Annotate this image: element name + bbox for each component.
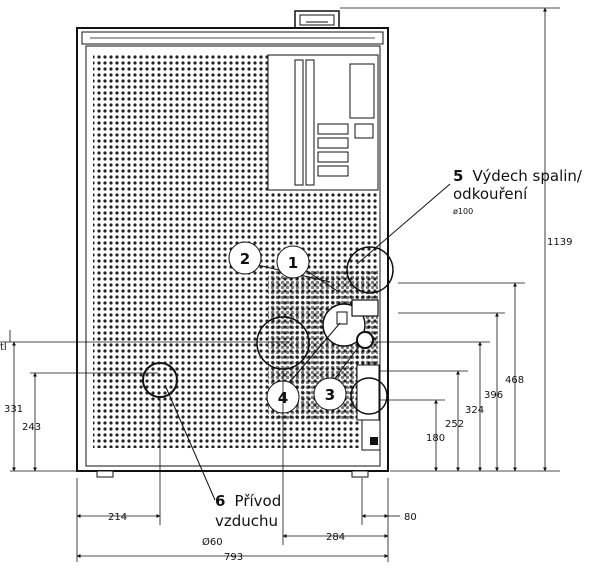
- exhaust-diameter: ø100: [453, 207, 473, 216]
- dim-331: 331: [4, 404, 23, 415]
- air-intake-line1: Přívod: [235, 492, 282, 510]
- air-intake-diameter: Ø60: [202, 536, 223, 548]
- air-intake-line2: vzduchu: [215, 512, 278, 530]
- connection-ring-3: [350, 377, 388, 415]
- svg-text:5 Výdech spalin/: 5 Výdech spalin/: [453, 166, 583, 185]
- gas-valve: [322, 299, 379, 349]
- svg-text:6 Přívod: 6 Přívod: [215, 491, 281, 510]
- connection-1-bubble: 1: [276, 245, 310, 279]
- air-intake-number: 6: [215, 492, 225, 510]
- dim-80: 80: [404, 512, 417, 523]
- dim-180: 180: [426, 433, 445, 444]
- control-panel: [267, 54, 379, 191]
- svg-text:2: 2: [240, 250, 250, 268]
- dim-793: 793: [224, 552, 243, 563]
- dim-324: 324: [465, 405, 484, 416]
- right-dimensions: [340, 7, 560, 472]
- bottom-dimension-labels: 214 284 80 793: [108, 512, 417, 563]
- air-intake-callout: 6 Přívod vzduchu Ø60: [202, 491, 281, 548]
- exhaust-number: 5: [453, 167, 463, 185]
- bottom-dimensions: [76, 370, 400, 562]
- exhaust-line1: Výdech spalin/: [473, 167, 583, 185]
- connection-3-bubble: 3: [313, 377, 347, 411]
- dim-214: 214: [108, 512, 127, 523]
- dim-284: 284: [326, 532, 345, 543]
- left-dimension-labels: 331 243 tl: [0, 342, 41, 433]
- left-dimensions: [0, 330, 290, 472]
- connection-ring-4: [256, 316, 310, 370]
- unit-feet: [96, 470, 369, 478]
- svg-text:3: 3: [325, 386, 335, 404]
- dim-243: 243: [22, 422, 41, 433]
- connection-2-bubble: 2: [228, 241, 262, 275]
- dim-1139: 1139: [547, 237, 572, 248]
- exhaust-line2: odkouření: [453, 185, 528, 203]
- dim-396: 396: [484, 390, 503, 401]
- top-handle: [294, 10, 340, 32]
- dim-468: 468: [505, 375, 524, 386]
- svg-text:1: 1: [288, 254, 298, 272]
- exhaust-callout: 5 Výdech spalin/ odkouření ø100: [453, 166, 583, 216]
- dim-252: 252: [445, 419, 464, 430]
- dim-cut-label: tl: [0, 342, 7, 353]
- right-dimension-labels: 1139 468 396 324 252 180: [426, 237, 572, 444]
- connection-ring-exhaust: [346, 246, 394, 294]
